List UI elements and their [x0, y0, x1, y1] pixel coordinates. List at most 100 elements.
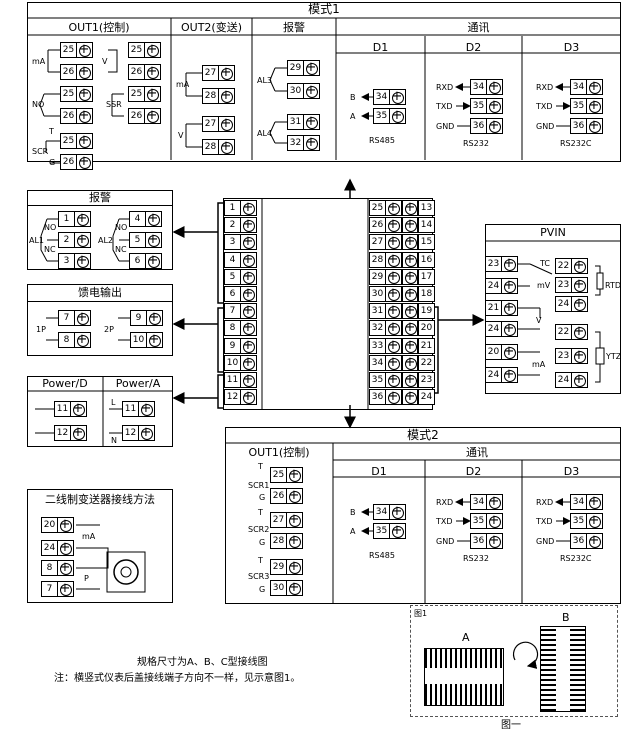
mode2-panel [225, 427, 621, 604]
d2-rxd-label: RXD [436, 83, 454, 92]
alarm-no2: NO [115, 223, 128, 232]
terminal-28: 28 [202, 88, 235, 104]
m2-d1-a: A [350, 527, 356, 536]
power-d-terminal-12: 12 [54, 425, 87, 441]
center-right-terminal-outer: 32 [369, 320, 402, 337]
two-wire-terminal-7: 7 [41, 581, 74, 597]
terminal-26-no: 26 [60, 108, 93, 124]
m2-scr3: SCR3 [248, 572, 270, 581]
pvin-terminal-24-tc: 24 [485, 278, 518, 294]
m2-d3-gnd: GND [536, 537, 555, 546]
terminal-34-d2: 34 [470, 79, 503, 95]
mode2-d3-header: D3 [563, 465, 580, 478]
mode1-d2-header: D2 [465, 41, 482, 54]
terminal-26-scr: 26 [60, 154, 93, 170]
terminal-31: 31 [287, 114, 320, 130]
d2-gnd-label: GND [436, 122, 455, 131]
mode2-d2-header: D2 [465, 465, 482, 478]
feed-title-divider [27, 301, 173, 302]
al3-label: AL3 [257, 76, 273, 85]
alarm-terminal-5: 5 [129, 232, 162, 248]
mode1-out2-header: OUT2(变送) [180, 21, 242, 34]
d2-txd-label: TXD [436, 102, 453, 111]
power-a-terminal-12: 12 [122, 425, 155, 441]
terminal-36-d3: 36 [570, 118, 603, 134]
alarm-nc2: NC [115, 245, 127, 254]
m2-d2-rs232: RS232 [463, 554, 489, 563]
d3-rs232c-label: RS232C [560, 139, 592, 148]
center-right-terminal-outer: 34 [369, 354, 402, 371]
mode1-alarm-header: 报警 [283, 21, 305, 34]
center-left-terminal: 4 [224, 251, 257, 268]
center-right-terminal-inner: 23 [402, 372, 435, 388]
pvin-terminal-20-ma: 20 [485, 344, 518, 360]
m2-d2-gnd: GND [436, 537, 455, 546]
center-right-terminal-outer: 27 [369, 234, 402, 251]
m2-terminal-36-d2: 36 [470, 533, 503, 549]
two-wire-terminal-20: 20 [41, 517, 74, 533]
d3-rxd-label: RXD [536, 83, 554, 92]
power-l-label: L [111, 398, 116, 407]
center-right-terminal-outer: 26 [369, 217, 402, 234]
m2-terminal-25: 25 [270, 467, 303, 483]
m2-g1: G [259, 493, 266, 502]
mode1-panel [27, 2, 621, 162]
terminal-25-ssr: 25 [128, 86, 161, 102]
out1-ma-label: mA [32, 57, 46, 66]
center-left-terminal: 11 [224, 372, 257, 388]
pvin-ma-label: mA [532, 360, 546, 369]
center-left-terminal: 12 [224, 389, 257, 406]
center-right-terminal-inner: 16 [402, 251, 435, 268]
d1-a-label: A [350, 112, 356, 121]
out2-v-label: V [178, 131, 184, 140]
terminal-25-scr: 25 [60, 133, 93, 149]
fig1-b-strip-gap [556, 627, 570, 711]
two-wire-terminal-8: 8 [41, 560, 74, 576]
power-a-terminal-11: 11 [122, 401, 155, 417]
terminal-25-no: 25 [60, 86, 93, 102]
center-left-terminal: 5 [224, 268, 257, 285]
out1-scr-label: SCR [32, 147, 49, 156]
terminal-25-v: 25 [128, 42, 161, 58]
alarm-terminal-1: 1 [58, 211, 91, 227]
m2-g3: G [259, 585, 266, 594]
m2-d3-txd: TXD [536, 517, 553, 526]
out1-t-label: T [49, 127, 54, 136]
terminal-34-d1: 34 [373, 89, 406, 105]
center-left-terminal: 1 [224, 200, 257, 216]
pvin-title: PVIN [540, 226, 566, 239]
m2-terminal-35-d2: 35 [470, 513, 503, 529]
power-a-title: Power/A [115, 377, 161, 390]
center-right-terminal-outer: 25 [369, 200, 402, 216]
m2-terminal-34-d3: 34 [570, 494, 603, 510]
center-left-terminal: 2 [224, 217, 257, 234]
center-right-terminal-inner: 21 [402, 337, 435, 354]
m2-scr1: SCR1 [248, 481, 270, 490]
center-left-terminal: 9 [224, 337, 257, 354]
m2-terminal-29: 29 [270, 559, 303, 575]
pvin-terminal-22-rtd: 22 [555, 258, 588, 274]
feed-terminal-9: 9 [130, 310, 163, 326]
m2-terminal-36-d3: 36 [570, 533, 603, 549]
alarm-terminal-3: 3 [58, 253, 91, 269]
center-right-terminal-inner: 14 [402, 217, 435, 234]
terminal-35-d3: 35 [570, 98, 603, 114]
center-left-terminal: 8 [224, 320, 257, 337]
fig1-label: 图1 [414, 609, 428, 618]
d2-rs232-label: RS232 [463, 139, 489, 148]
two-wire-title: 二线制变送器接线方法 [45, 493, 155, 506]
power-panel [27, 376, 173, 447]
power-d-title: Power/D [42, 377, 88, 390]
fig1-a-strip-gap [425, 668, 503, 684]
terminal-28-v: 28 [202, 139, 235, 155]
mode1-out1-header: OUT1(控制) [68, 21, 130, 34]
out1-ssr-label: SSR [106, 100, 122, 109]
feed-panel [27, 284, 173, 356]
m2-t2: T [258, 508, 263, 517]
footer-line1: 规格尺寸为A、B、C型接线图 [137, 657, 268, 668]
feed-title: 馈电输出 [78, 286, 122, 299]
m2-terminal-27: 27 [270, 512, 303, 528]
m2-terminal-34-d2: 34 [470, 494, 503, 510]
alarm-al1: AL1 [29, 236, 45, 245]
